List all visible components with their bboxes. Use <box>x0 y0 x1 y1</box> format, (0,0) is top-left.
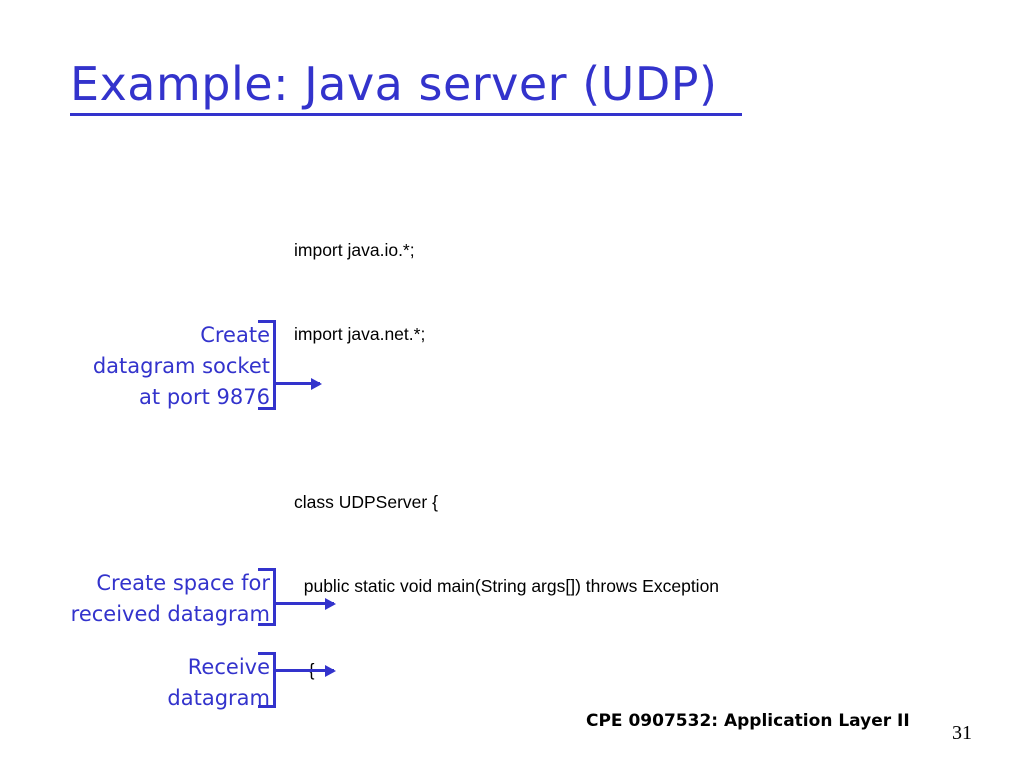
code-line: import java.net.*; <box>294 324 426 344</box>
code-line: import java.io.*; <box>294 240 415 260</box>
bracket-icon <box>258 320 276 410</box>
code-line: { <box>294 660 315 680</box>
page-title: Example: Java server (UDP) <box>70 57 718 111</box>
code-line: class UDPServer { <box>294 492 438 512</box>
annotation-create-space-for-received-datagram: Create space for received datagram <box>70 571 270 626</box>
bracket-icon <box>258 652 276 708</box>
annotation-create-datagram-socket: Create datagram socket at port 9876 <box>92 323 270 409</box>
code-line-blank <box>294 404 793 432</box>
bracket-icon <box>258 568 276 626</box>
code-block: import java.io.*; import java.net.*; cla… <box>294 180 793 768</box>
arrow-right-icon <box>276 377 322 390</box>
annotation-receive-datagram: Receive datagram <box>167 655 270 710</box>
arrow-right-icon <box>276 664 336 677</box>
arrow-right-icon <box>276 597 336 610</box>
code-line-blank <box>294 740 793 768</box>
title-underline <box>70 113 742 116</box>
code-line: public static void main(String args[]) t… <box>294 576 720 596</box>
page-number: 31 <box>952 722 972 744</box>
footer-course-label: CPE 0907532: Application Layer II <box>586 711 910 731</box>
